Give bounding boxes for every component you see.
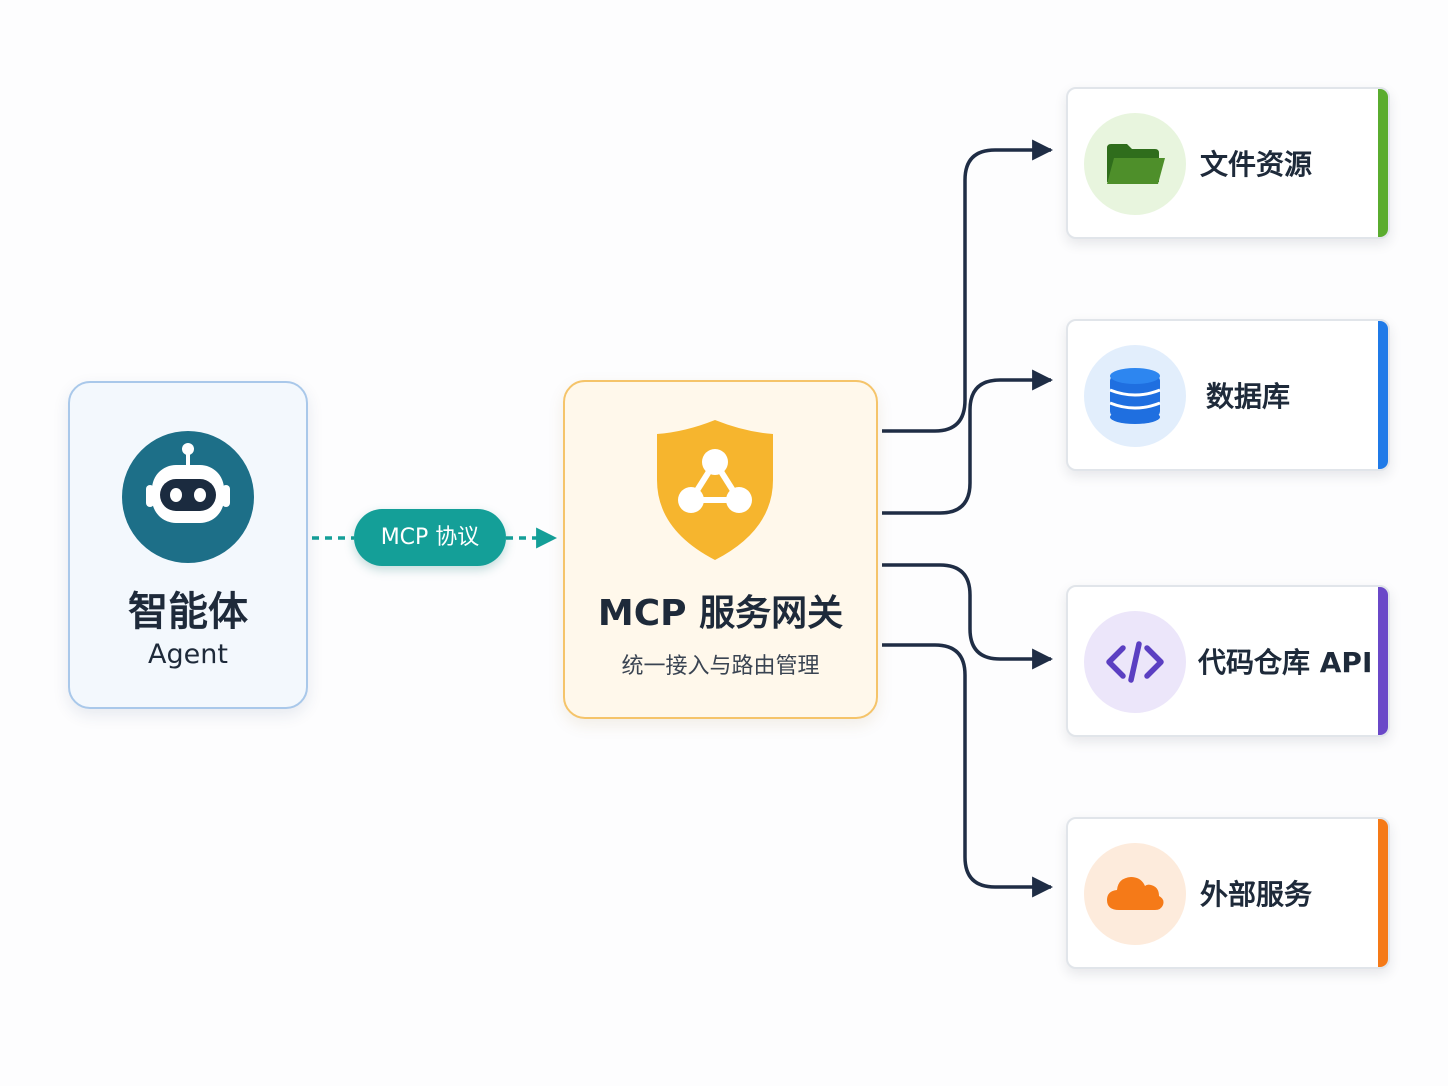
accent-bar — [1378, 321, 1388, 469]
resource-card-code-api: 代码仓库 API — [1066, 585, 1390, 737]
agent-card: 智能体 Agent — [68, 381, 308, 709]
icon-badge — [1084, 345, 1186, 447]
folder-icon — [1107, 144, 1165, 184]
connector-to-database — [882, 369, 1054, 515]
cloud-icon — [1107, 877, 1164, 910]
agent-subtitle: Agent — [148, 639, 228, 670]
resource-label: 代码仓库 API — [1198, 646, 1373, 679]
resource-card-external: 外部服务 — [1066, 817, 1390, 969]
resource-label: 外部服务 — [1200, 878, 1313, 911]
icon-badge — [1084, 843, 1186, 945]
accent-bar — [1378, 89, 1388, 237]
resource-label: 文件资源 — [1200, 148, 1313, 181]
agent-title: 智能体 — [128, 589, 248, 635]
code-icon — [1106, 641, 1164, 683]
resource-label: 数据库 — [1206, 380, 1291, 413]
connector-to-external — [882, 643, 1054, 898]
shield-network-icon — [657, 420, 773, 560]
gateway-card: MCP 服务网关 统一接入与路由管理 — [563, 380, 878, 719]
resource-card-files: 文件资源 — [1066, 87, 1390, 239]
icon-badge — [1084, 113, 1186, 215]
connector-to-code-api — [882, 563, 1054, 670]
icon-badge — [1084, 611, 1186, 713]
database-icon — [1109, 368, 1161, 424]
gateway-subtitle: 统一接入与路由管理 — [621, 654, 820, 679]
accent-bar — [1378, 587, 1388, 735]
robot-icon — [122, 431, 254, 563]
connector-to-files — [882, 139, 1054, 433]
resource-card-database: 数据库 — [1066, 319, 1390, 471]
accent-bar — [1378, 819, 1388, 967]
gateway-title: MCP 服务网关 — [597, 593, 844, 634]
protocol-badge: MCP 协议 — [354, 509, 506, 566]
